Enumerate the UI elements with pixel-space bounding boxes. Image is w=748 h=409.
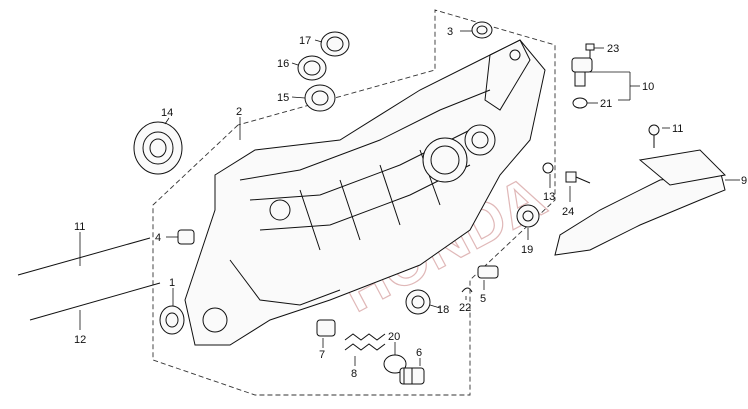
part-3-bearing	[471, 21, 493, 39]
callout-11: 11	[672, 123, 683, 135]
callout-9: 9	[741, 175, 747, 187]
callout-7: 7	[319, 349, 325, 361]
part-1-bearing	[159, 305, 185, 335]
callout-8: 8	[351, 368, 357, 380]
callout-3: 3	[447, 26, 453, 38]
crankcase-body	[184, 39, 546, 346]
callout-16: 16	[277, 58, 289, 70]
part-21-o-ring	[572, 97, 588, 109]
callout-12-bottom: 12	[74, 334, 86, 346]
callout-20: 20	[388, 331, 400, 343]
callout-6: 6	[416, 347, 422, 359]
callout-17: 17	[299, 35, 311, 47]
callout-19-visible: 19	[521, 244, 533, 256]
callout-14: 14	[161, 107, 173, 119]
part-22-clip	[461, 287, 473, 293]
callout-2: 2	[236, 106, 242, 118]
callout-1: 1	[169, 277, 175, 289]
callout-5: 5	[480, 293, 486, 305]
callout-15: 15	[277, 92, 289, 104]
callout-18: 18	[437, 304, 449, 316]
part-8-spring	[344, 333, 386, 351]
callout-23: 23	[607, 43, 619, 55]
callout-4: 4	[155, 232, 161, 244]
part-16-bearing	[297, 55, 327, 81]
assembly-outline	[152, 9, 556, 396]
callout-12-top: 11	[74, 221, 85, 233]
part-5-fitting	[477, 265, 499, 279]
part-14-bearing	[133, 121, 183, 175]
callout-21: 21	[600, 98, 612, 110]
leader-lines	[79, 30, 740, 366]
part-13-washer	[542, 162, 554, 174]
callout-labels: 3 17 16 15 14 2 4 1 11 12 7 8 20 6 18 22…	[74, 26, 747, 380]
part-18-seal	[405, 289, 431, 315]
callout-22: 22	[459, 302, 471, 314]
part-6-plug	[399, 367, 425, 385]
part-24-bolt	[565, 171, 591, 184]
callout-10: 10	[642, 81, 654, 93]
callout-24: 24	[562, 206, 574, 218]
part-15-bearing	[304, 84, 336, 112]
part-10-sensor	[571, 57, 593, 87]
part-17-bearing	[320, 31, 350, 57]
callout-13: 13	[543, 191, 555, 203]
part-11-bolt	[648, 124, 660, 148]
part-12-stud-bolts	[17, 237, 161, 321]
part-4-dowel	[177, 229, 195, 245]
part-19-seal	[516, 204, 540, 228]
part-7-cap	[316, 319, 336, 337]
part-9-bracket	[554, 149, 727, 256]
